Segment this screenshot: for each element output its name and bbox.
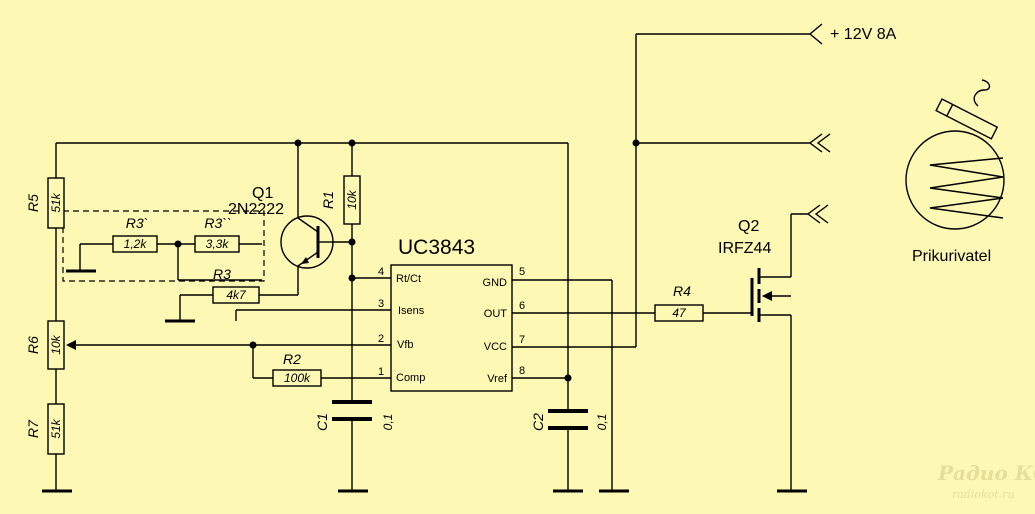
r7-label: R7 bbox=[25, 419, 41, 438]
r2-label: R2 bbox=[283, 351, 301, 367]
pin-5-name: GND bbox=[483, 277, 508, 289]
pin-3-name: Isens bbox=[398, 305, 425, 317]
pin-7-number: 7 bbox=[519, 334, 525, 346]
watermark-logo: Радио КОТ bbox=[937, 461, 1035, 485]
pin-8-number: 8 bbox=[519, 365, 525, 377]
r3-double-prime-label: R3`` bbox=[204, 215, 231, 231]
pin-8-name: Vref bbox=[487, 373, 508, 385]
r1-value: 10k bbox=[345, 189, 359, 209]
r3-value: 4k7 bbox=[226, 288, 247, 302]
r5-label: R5 bbox=[25, 194, 41, 212]
r6-label: R6 bbox=[25, 336, 41, 354]
ic-uc3843 bbox=[390, 264, 513, 392]
load-connector-bottom bbox=[806, 204, 829, 224]
q1-ref: Q1 bbox=[252, 185, 273, 202]
junctions bbox=[174, 139, 640, 382]
q1-part: 2N2222 bbox=[228, 201, 284, 218]
pin-6-name: OUT bbox=[484, 308, 508, 320]
c1-label: C1 bbox=[314, 413, 330, 431]
supply-label: + 12V 8A bbox=[830, 26, 897, 43]
c1-value: 0,1 bbox=[381, 414, 395, 431]
r4-label: R4 bbox=[673, 283, 691, 299]
watermark-url: radiokot.ru bbox=[952, 488, 1015, 501]
transistor-q2 bbox=[750, 268, 772, 322]
pin-2-name: Vfb bbox=[397, 339, 414, 351]
wires bbox=[55, 33, 810, 491]
pin-2-number: 2 bbox=[378, 333, 384, 345]
resistor-r1 bbox=[343, 175, 361, 225]
capacitor-c2 bbox=[548, 409, 588, 430]
capacitor-c1 bbox=[332, 400, 372, 421]
r3-label: R3 bbox=[213, 266, 231, 282]
pin-4-number: 4 bbox=[378, 266, 384, 278]
pin-6-number: 6 bbox=[519, 300, 525, 312]
load-connector-top bbox=[808, 133, 831, 153]
transistor-q1 bbox=[280, 215, 334, 269]
optional-resistor-group bbox=[62, 210, 265, 282]
q2-ref: Q2 bbox=[738, 218, 759, 235]
c2-value: 0,1 bbox=[595, 414, 609, 431]
r4-value: 47 bbox=[672, 306, 687, 320]
resistor-r7 bbox=[47, 403, 65, 455]
resistor-r3 bbox=[212, 286, 260, 304]
r7-value: 51k bbox=[49, 418, 63, 438]
supply-connector bbox=[808, 23, 823, 45]
load-label: Prikurivatel bbox=[912, 248, 991, 265]
resistor-r6 bbox=[47, 320, 65, 370]
resistor-r3-double-prime bbox=[194, 235, 240, 253]
pin-4-name: Rt/Ct bbox=[396, 273, 421, 285]
resistor-r5 bbox=[47, 177, 65, 229]
pin-3-number: 3 bbox=[378, 298, 384, 310]
pin-1-name: Comp bbox=[396, 372, 425, 384]
ground-symbols bbox=[42, 269, 807, 493]
lighter-icon bbox=[905, 79, 1005, 230]
c2-label: C2 bbox=[530, 413, 546, 431]
r3-prime-value: 1,2k bbox=[124, 237, 148, 251]
resistor-r4 bbox=[654, 304, 704, 322]
pin-1-number: 1 bbox=[378, 366, 384, 378]
r1-label: R1 bbox=[320, 191, 336, 209]
r5-value: 51k bbox=[49, 192, 63, 212]
pin-5-number: 5 bbox=[519, 266, 525, 278]
r6-value: 10k bbox=[49, 334, 63, 354]
radiokot-logo: Радио КОТ radiokot.ru bbox=[937, 461, 1035, 501]
r3-double-prime-value: 3,3k bbox=[206, 237, 230, 251]
resistor-r3-prime bbox=[112, 235, 158, 253]
q2-part: IRFZ44 bbox=[718, 240, 771, 257]
r2-value: 100k bbox=[284, 371, 311, 385]
ic-name: UC3843 bbox=[398, 236, 475, 259]
pin-7-name: VCC bbox=[484, 341, 507, 353]
r3-prime-label: R3` bbox=[126, 215, 149, 231]
resistor-r2 bbox=[272, 369, 322, 387]
r6-wiper-arrow bbox=[66, 340, 76, 350]
